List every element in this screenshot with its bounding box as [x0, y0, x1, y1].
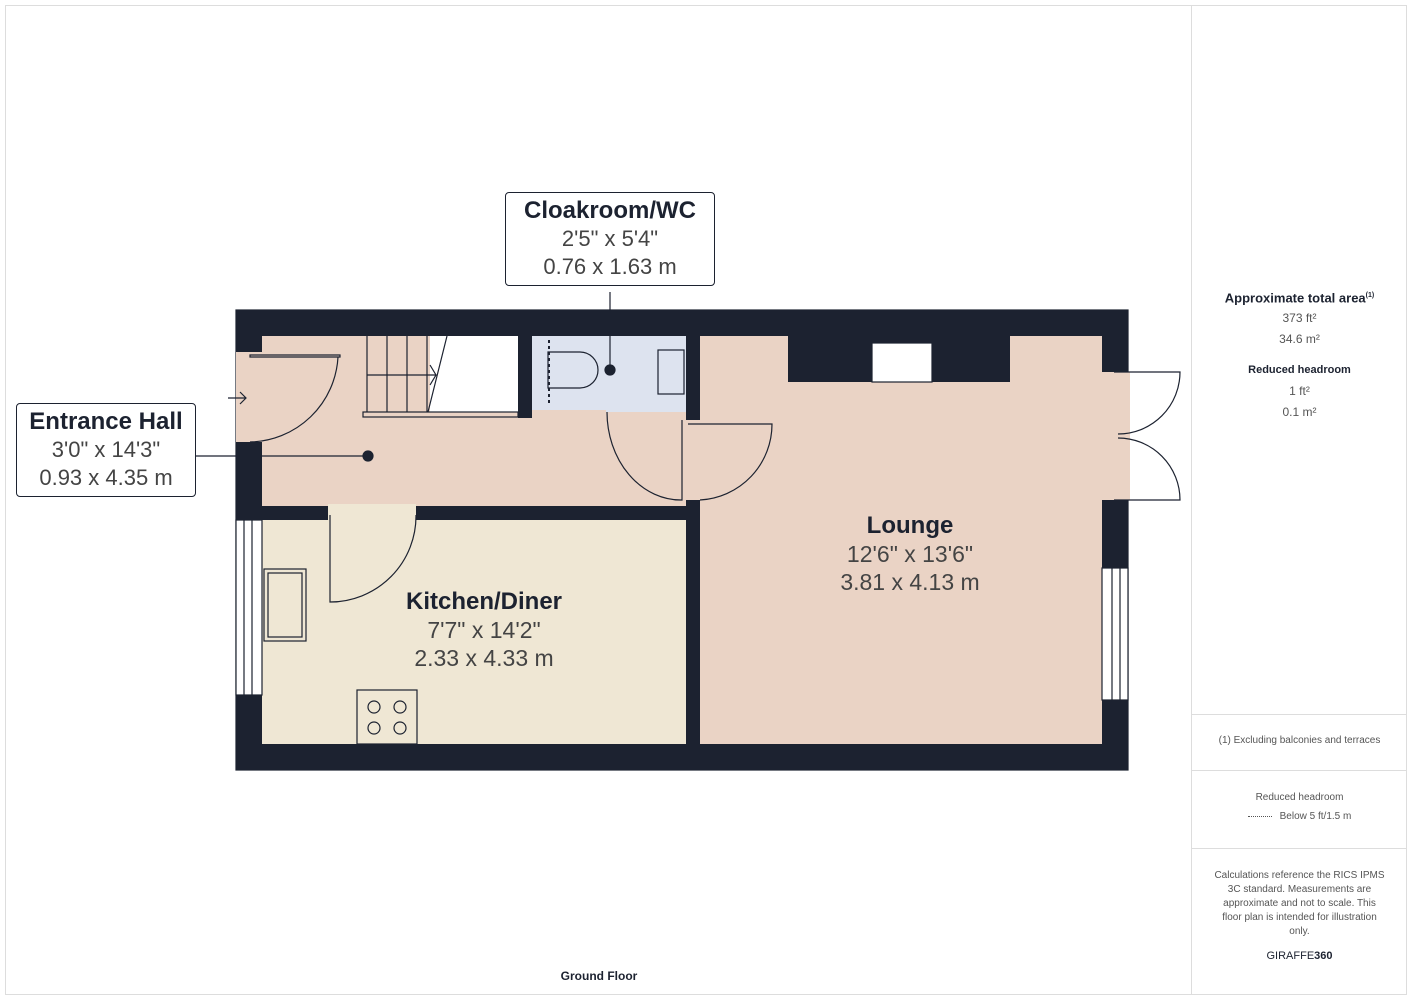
- sidebar: Approximate total area(1) 373 ft² 34.6 m…: [1191, 5, 1407, 995]
- entry-arrow-icon: [228, 391, 247, 405]
- stairs: [366, 335, 448, 413]
- legend-item: Below 5 ft/1.5 m: [1279, 811, 1352, 822]
- dotted-line-icon: [1247, 815, 1272, 817]
- wc-dot: [604, 364, 616, 376]
- reduced-headroom-title: Reduced headroom: [1248, 364, 1351, 377]
- lounge-floor: [700, 336, 1102, 744]
- lounge-door-gap: [684, 420, 702, 500]
- page-frame: [5, 5, 1407, 995]
- total-area-ft: 373 ft²: [1282, 311, 1317, 326]
- reduced-m: 0.1 m²: [1282, 405, 1317, 420]
- kitchen-label: Kitchen/Diner 7'7" x 14'2" 2.33 x 4.33 m: [405, 588, 563, 671]
- brand-logo: GIRAFFE360: [1266, 950, 1333, 962]
- total-area-m: 34.6 m²: [1279, 332, 1320, 347]
- entrance-door: [249, 354, 341, 443]
- kitchen-floor: [262, 520, 686, 744]
- wc-door: [606, 411, 683, 501]
- floor-label: Ground Floor: [560, 969, 638, 983]
- total-area-title: Approximate total area: [1224, 290, 1366, 306]
- sink-icon: [263, 568, 307, 642]
- reduced-ft: 1 ft²: [1289, 384, 1310, 399]
- fireplace: [871, 342, 933, 383]
- entrance-dot: [362, 450, 374, 462]
- hob-icon: [356, 689, 418, 745]
- lounge-label: Lounge 12'6" x 13'6" 3.81 x 4.13 m: [840, 512, 980, 595]
- entrance-hall-label: Entrance Hall 3'0" x 14'3" 0.93 x 4.35 m: [16, 403, 196, 497]
- wc-floor-lower: [606, 404, 686, 412]
- footnote: (1) Excluding balconies and terraces: [1218, 735, 1381, 746]
- window-right: [1101, 567, 1129, 701]
- legend-title: Reduced headroom: [1255, 792, 1344, 803]
- window-left: [235, 519, 263, 696]
- kitchen-door: [329, 514, 417, 603]
- disclaimer: Calculations reference the RICS IPMS 3C …: [1214, 870, 1385, 937]
- stair-rail: [362, 411, 519, 418]
- floor-plan: [196, 292, 1181, 771]
- stair-void: [430, 336, 518, 412]
- lounge-door: [688, 423, 773, 501]
- basin-icon: [657, 349, 685, 395]
- french-door-gap: [1100, 372, 1130, 500]
- under-stair-wall: [518, 336, 532, 418]
- cloakroom-label: Cloakroom/WC 2'5" x 5'4" 0.76 x 1.63 m: [505, 192, 715, 286]
- french-doors: [1114, 371, 1181, 501]
- toilet-icon: [547, 351, 599, 389]
- hall-entry-floor: [236, 352, 266, 442]
- kitchen-door-gap: [328, 504, 416, 522]
